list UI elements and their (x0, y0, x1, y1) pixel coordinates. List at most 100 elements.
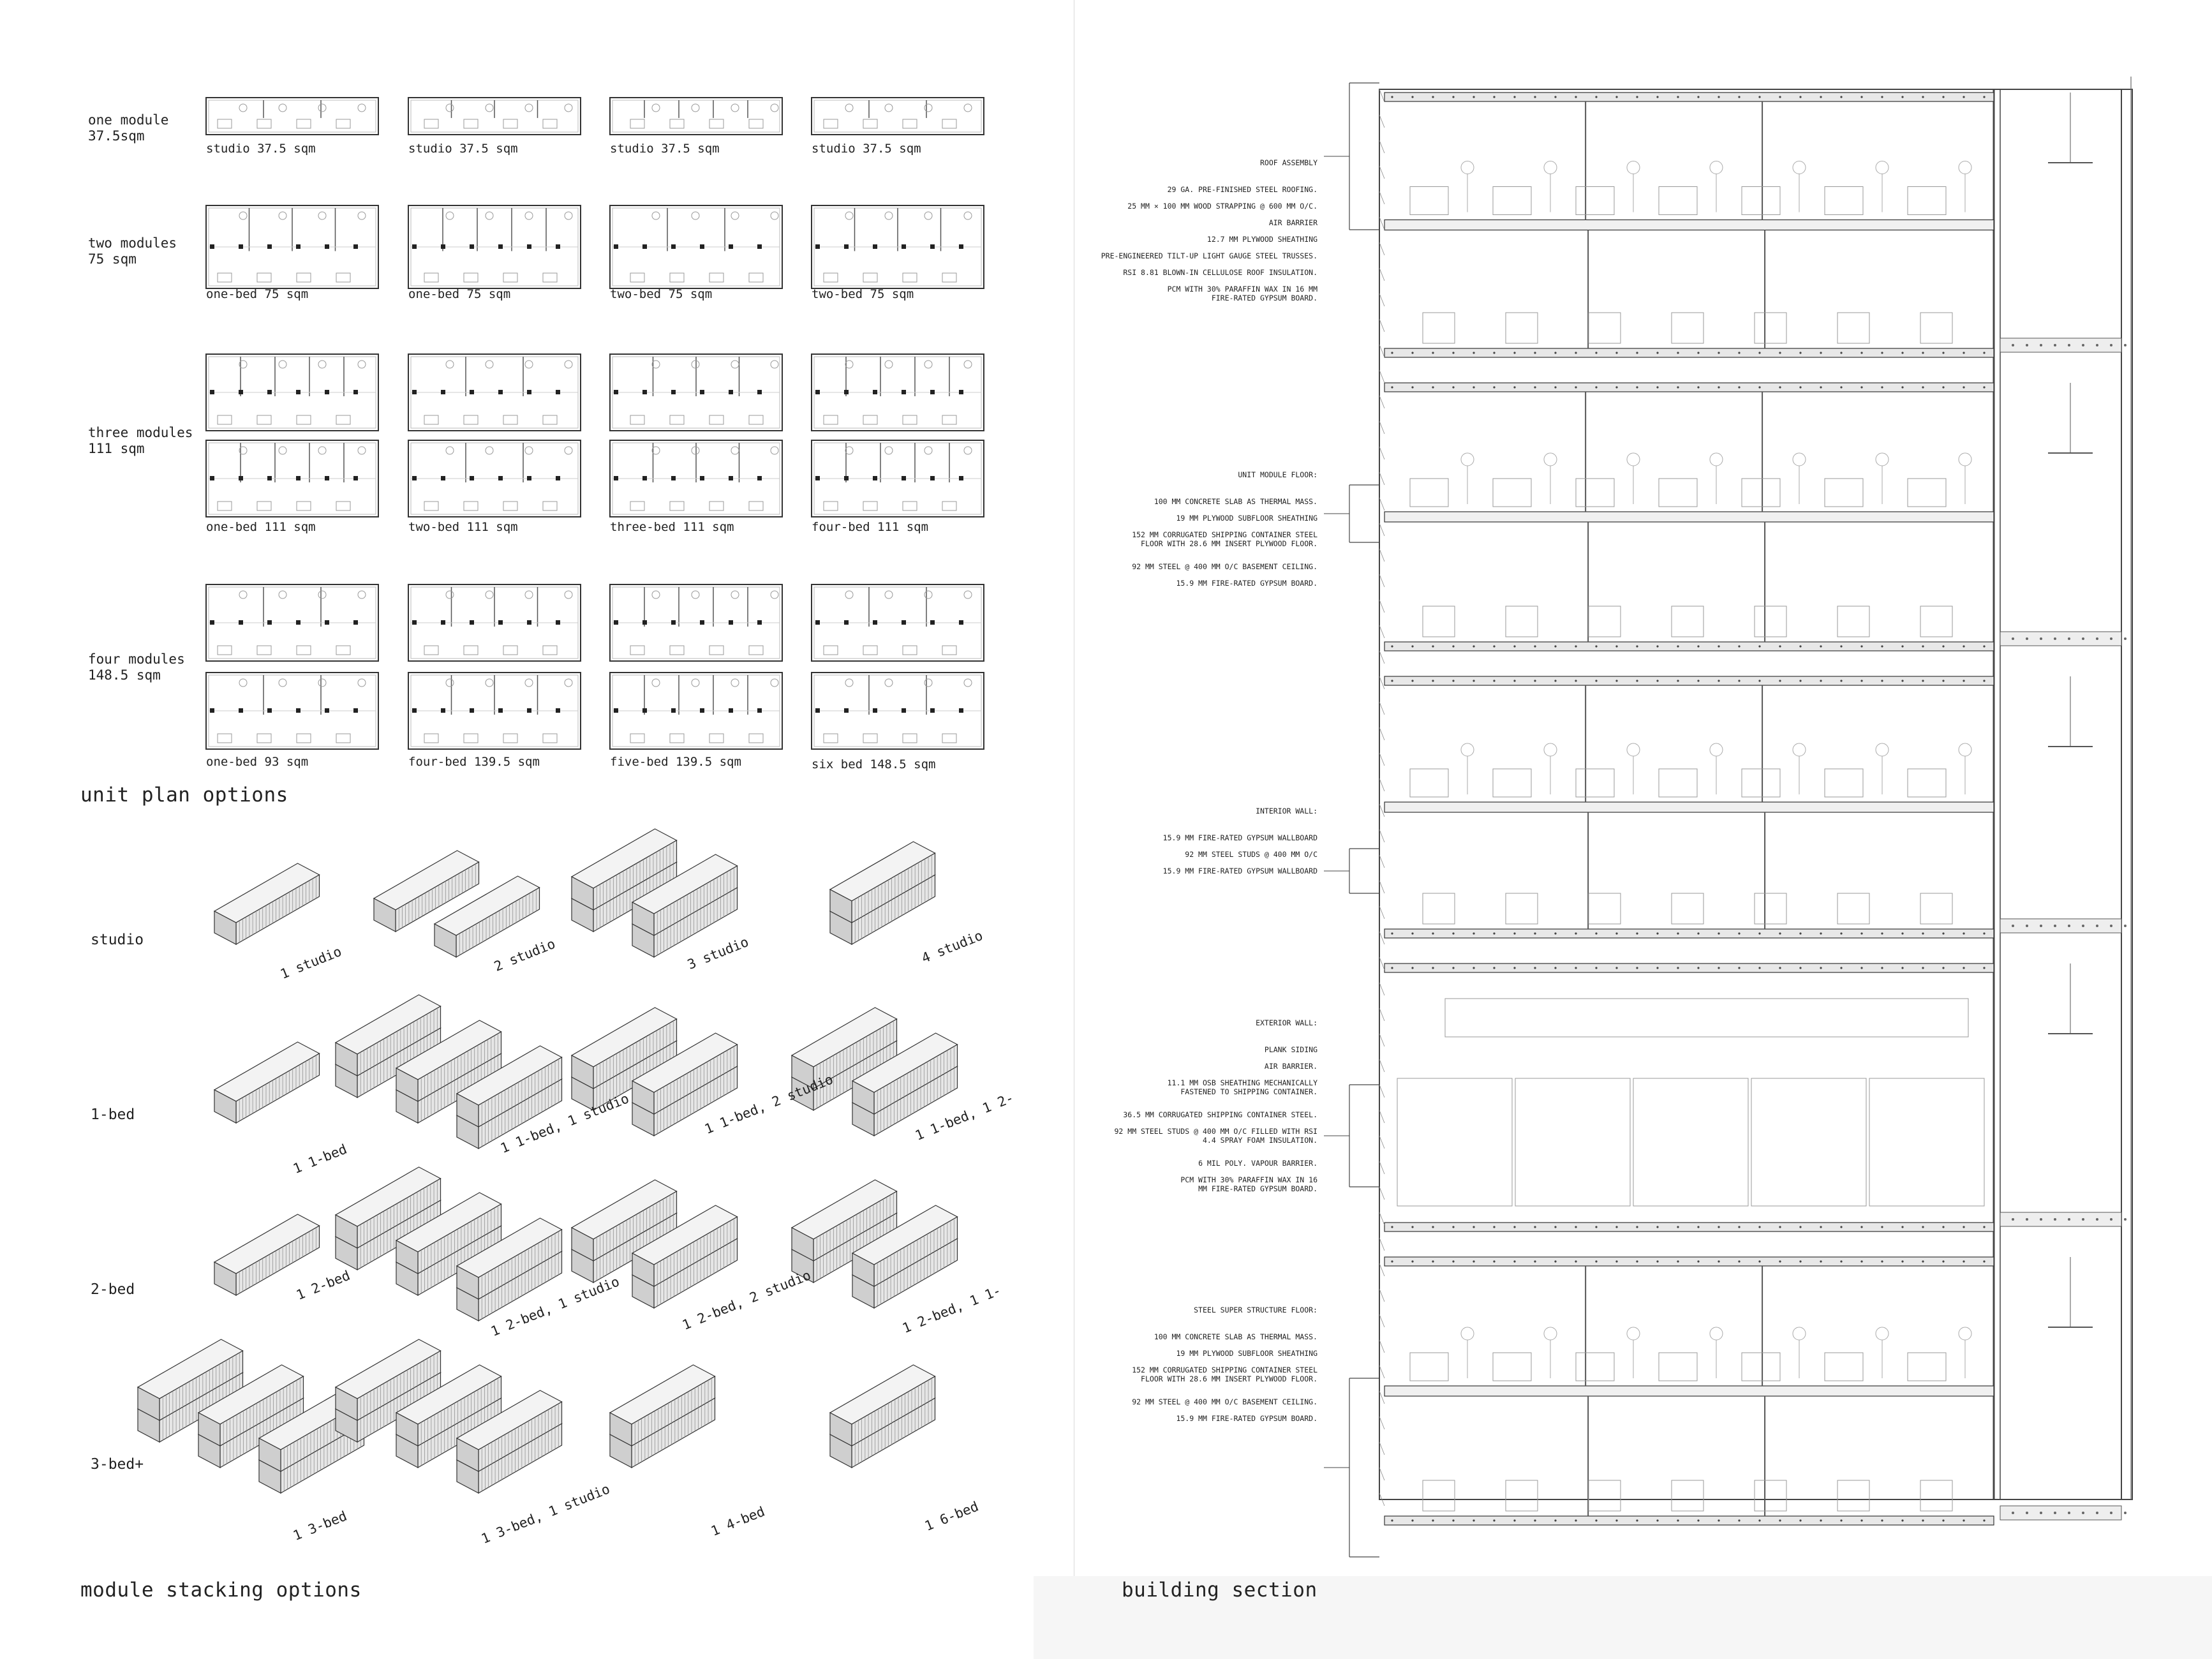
section-note-line: RSI 8.81 BLOWN-IN CELLULOSE ROOF INSULAT… (1123, 268, 1318, 277)
isometric-stack (829, 1364, 936, 1469)
building-section-heading: building section (1122, 1579, 1318, 1602)
plan-caption: three-bed 111 sqm (610, 520, 734, 534)
unit-plan (609, 584, 783, 750)
section-note-title: EXTERIOR WALL: (1256, 1018, 1318, 1027)
row-label-one-module: one module 37.5sqm (88, 112, 169, 144)
section-note-line: 19 MM PLYWOOD SUBFLOOR SHEATHING (1176, 514, 1318, 523)
storey (1384, 382, 2127, 651)
section-note-title: UNIT MODULE FLOOR: (1238, 470, 1318, 479)
storey (1384, 963, 2127, 1232)
plan-caption: five-bed 139.5 sqm (610, 755, 741, 769)
section-note-line: 92 MM STEEL @ 400 MM O/C BASEMENT CEILIN… (1132, 1397, 1318, 1406)
section-note-line: AIR BARRIER. (1264, 1062, 1318, 1071)
section-note-line: 15.9 MM FIRE-RATED GYPSUM BOARD. (1176, 579, 1318, 588)
storey (1384, 92, 2127, 358)
section-note-line: 11.1 MM OSB SHEATHING MECHANICALLY FASTE… (1167, 1078, 1318, 1096)
isometric-stack (334, 1339, 563, 1494)
unit-plan (408, 97, 581, 135)
storey (1384, 676, 2127, 939)
isometric-stack (570, 1179, 738, 1309)
plan-caption: studio 37.5 sqm (610, 142, 720, 156)
isometric-stack (609, 1364, 716, 1469)
section-note-line: 92 MM STEEL STUDS @ 400 MM O/C FILLED WI… (1114, 1127, 1318, 1145)
section-note-line: 100 MM CONCRETE SLAB AS THERMAL MASS. (1154, 497, 1318, 506)
section-note-line: 15.9 MM FIRE-RATED GYPSUM WALLBOARD (1162, 867, 1318, 875)
plan-caption: four-bed 111 sqm (812, 520, 929, 534)
isometric-stack (829, 841, 936, 946)
section-note-title: ROOF ASSEMBLY (1259, 158, 1318, 167)
unit-plan (408, 584, 581, 750)
isometric-stack (137, 1339, 365, 1494)
section-note-line: PRE-ENGINEERED TILT-UP LIGHT GAUGE STEEL… (1101, 251, 1318, 260)
unit-plan (811, 205, 984, 289)
isometric-stack (373, 850, 540, 958)
row-label-two-modules: two modules 75 sqm (88, 235, 177, 267)
isometric-stack (570, 1007, 738, 1137)
section-note-line: 92 MM STEEL @ 400 MM O/C BASEMENT CEILIN… (1132, 562, 1318, 571)
isometric-stack (334, 1166, 563, 1322)
unit-plan (408, 205, 581, 289)
unit-plan (205, 353, 379, 517)
stack-label-1-bed: 1-bed (91, 1106, 135, 1123)
plan-caption: one-bed 75 sqm (408, 287, 511, 301)
stack-label-3-bed: 3-bed+ (91, 1456, 144, 1473)
plan-caption: one-bed 75 sqm (206, 287, 309, 301)
bottom-strip (1034, 1576, 2212, 1659)
unit-plan-drawings (205, 97, 984, 750)
section-note-line: 25 MM × 100 MM WOOD STRAPPING @ 600 MM O… (1127, 202, 1318, 211)
section-note-line: AIR BARRIER (1268, 218, 1318, 227)
stacking-heading: module stacking options (80, 1579, 362, 1602)
section-note-line: PLANK SIDING (1264, 1045, 1318, 1054)
section-note-line: 29 GA. PRE-FINISHED STEEL ROOFING. (1167, 185, 1318, 194)
plan-caption: two-bed 111 sqm (408, 520, 518, 534)
plan-caption: studio 37.5 sqm (206, 142, 316, 156)
stack-label-2-bed: 2-bed (91, 1281, 135, 1298)
isometric-stack (570, 828, 738, 958)
section-note-line: 15.9 MM FIRE-RATED GYPSUM BOARD. (1176, 1414, 1318, 1423)
plan-caption: studio 37.5 sqm (812, 142, 921, 156)
plan-caption: two-bed 75 sqm (610, 287, 713, 301)
section-note-line: 15.9 MM FIRE-RATED GYPSUM WALLBOARD (1162, 833, 1318, 842)
isometric-stack (791, 1179, 958, 1309)
stack-label-studio: studio (91, 932, 144, 948)
isometric-stack (334, 994, 563, 1150)
unit-plan (811, 97, 984, 135)
unit-plan (609, 353, 783, 517)
section-note-line: 152 MM CORRUGATED SHIPPING CONTAINER STE… (1132, 1365, 1318, 1383)
row-label-three-modules: three modules 111 sqm (88, 425, 193, 456)
storey (1384, 1256, 2127, 1526)
section-note-line: 19 MM PLYWOOD SUBFLOOR SHEATHING (1176, 1349, 1318, 1358)
isometric-module-drawings (137, 828, 958, 1494)
section-note-line: PCM WITH 30% PARAFFIN WAX IN 16 MM FIRE-… (1167, 285, 1318, 302)
unit-plan (205, 205, 379, 289)
section-note-title: INTERIOR WALL: (1256, 807, 1318, 815)
plan-caption: one-bed 93 sqm (206, 755, 309, 769)
unit-plans-heading: unit plan options (80, 784, 288, 807)
section-note-title: STEEL SUPER STRUCTURE FLOOR: (1194, 1306, 1318, 1314)
isometric-stack (213, 863, 320, 946)
building-section-drawing (1324, 77, 2133, 1558)
unit-plan (609, 205, 783, 289)
unit-plan (205, 584, 379, 750)
unit-plan (408, 353, 581, 517)
plan-caption: four-bed 139.5 sqm (408, 755, 540, 769)
section-note-line: PCM WITH 30% PARAFFIN WAX IN 16 MM FIRE-… (1180, 1175, 1318, 1193)
section-note-line: 36.5 MM CORRUGATED SHIPPING CONTAINER ST… (1123, 1110, 1318, 1119)
plan-caption: studio 37.5 sqm (408, 142, 518, 156)
unit-plan (609, 97, 783, 135)
unit-plan (205, 97, 379, 135)
plan-caption: two-bed 75 sqm (812, 287, 914, 301)
unit-plan (811, 353, 984, 517)
section-note-line: 6 MIL POLY. VAPOUR BARRIER. (1198, 1159, 1318, 1168)
plan-caption: one-bed 111 sqm (206, 520, 316, 534)
section-note-line: 100 MM CONCRETE SLAB AS THERMAL MASS. (1154, 1332, 1318, 1341)
section-note-line: 12.7 MM PLYWOOD SHEATHING (1206, 235, 1318, 244)
plan-caption: six bed 148.5 sqm (812, 757, 936, 771)
isometric-stack (213, 1041, 320, 1124)
isometric-stack (791, 1007, 958, 1137)
row-label-four-modules: four modules 148.5 sqm (88, 651, 185, 683)
section-note-line: 152 MM CORRUGATED SHIPPING CONTAINER STE… (1132, 530, 1318, 548)
section-note-line: 92 MM STEEL STUDS @ 400 MM O/C (1185, 850, 1318, 859)
isometric-stack (213, 1214, 320, 1297)
unit-plan (811, 584, 984, 750)
